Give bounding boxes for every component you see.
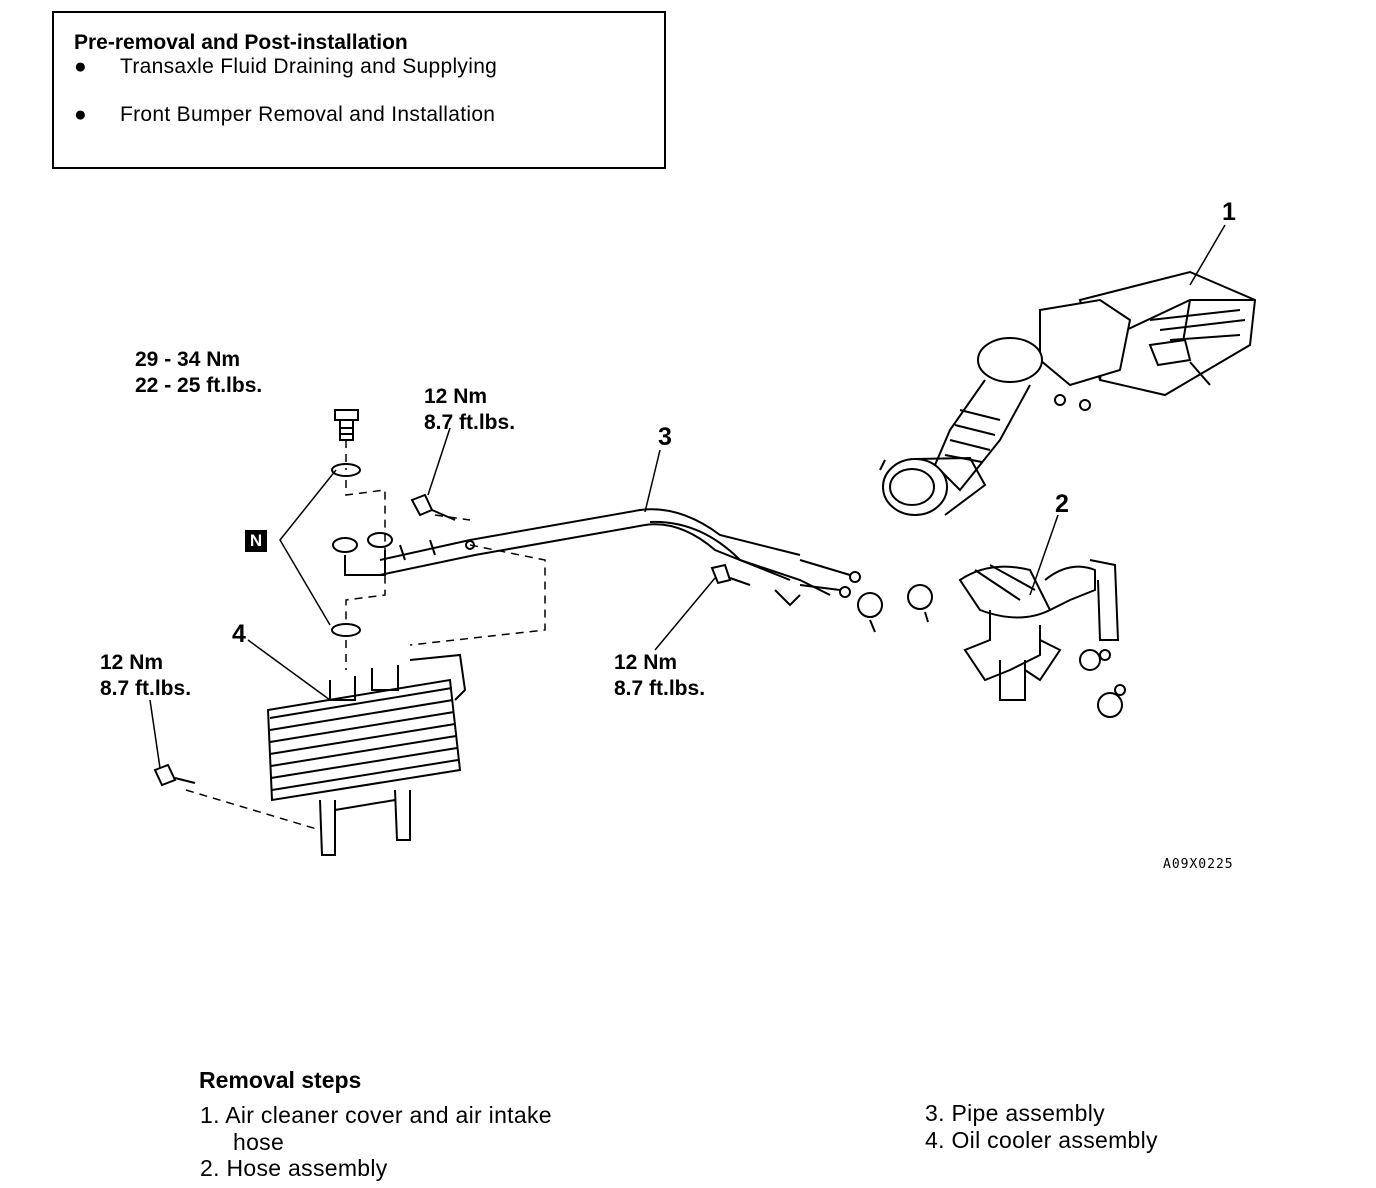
torque-label-cooler-bolt: 12 Nm 8.7 ft.lbs. xyxy=(100,651,192,700)
removal-step-1-cont: hose xyxy=(233,1129,285,1155)
bullet-icon: ● xyxy=(74,55,87,78)
oil-cooler-assembly xyxy=(266,653,467,856)
guide-lines xyxy=(185,440,546,831)
pre-removal-box: Pre-removal and Post-installation ●Trans… xyxy=(52,11,666,169)
hose-clamps xyxy=(857,584,1126,718)
air-intake-hose xyxy=(879,298,1132,516)
pre-removal-title: Pre-removal and Post-installation xyxy=(74,31,408,54)
removal-step-1: 1. Air cleaner cover and air intake xyxy=(200,1102,552,1128)
bullet-icon: ● xyxy=(74,103,87,126)
pre-removal-item: ●Transaxle Fluid Draining and Supplying xyxy=(74,55,498,78)
pipe-assembly xyxy=(379,508,861,607)
removal-steps-title: Removal steps xyxy=(199,1067,362,1093)
bolt-and-washers xyxy=(331,409,393,637)
callout-2: 2 xyxy=(1055,490,1069,518)
small-bolts xyxy=(153,493,751,787)
torque-label-pipe-bolt: 12 Nm 8.7 ft.lbs. xyxy=(424,385,516,434)
torque-label-clip-bolt: 12 Nm 8.7 ft.lbs. xyxy=(614,651,706,700)
callout-3: 3 xyxy=(658,423,672,451)
figure-code: A09X0225 xyxy=(1163,857,1234,872)
n-symbol-box: N xyxy=(245,530,267,552)
pre-removal-item: ●Front Bumper Removal and Installation xyxy=(74,103,496,126)
removal-step-2: 2. Hose assembly xyxy=(200,1155,388,1181)
callout-4: 4 xyxy=(232,620,246,648)
removal-step-4: 4. Oil cooler assembly xyxy=(925,1127,1158,1153)
leader-lines xyxy=(149,224,1226,769)
hose-assembly xyxy=(958,559,1120,701)
torque-label-top-bolt: 29 - 34 Nm 22 - 25 ft.lbs. xyxy=(135,348,263,397)
removal-step-3: 3. Pipe assembly xyxy=(925,1100,1105,1126)
callout-1: 1 xyxy=(1222,198,1236,226)
